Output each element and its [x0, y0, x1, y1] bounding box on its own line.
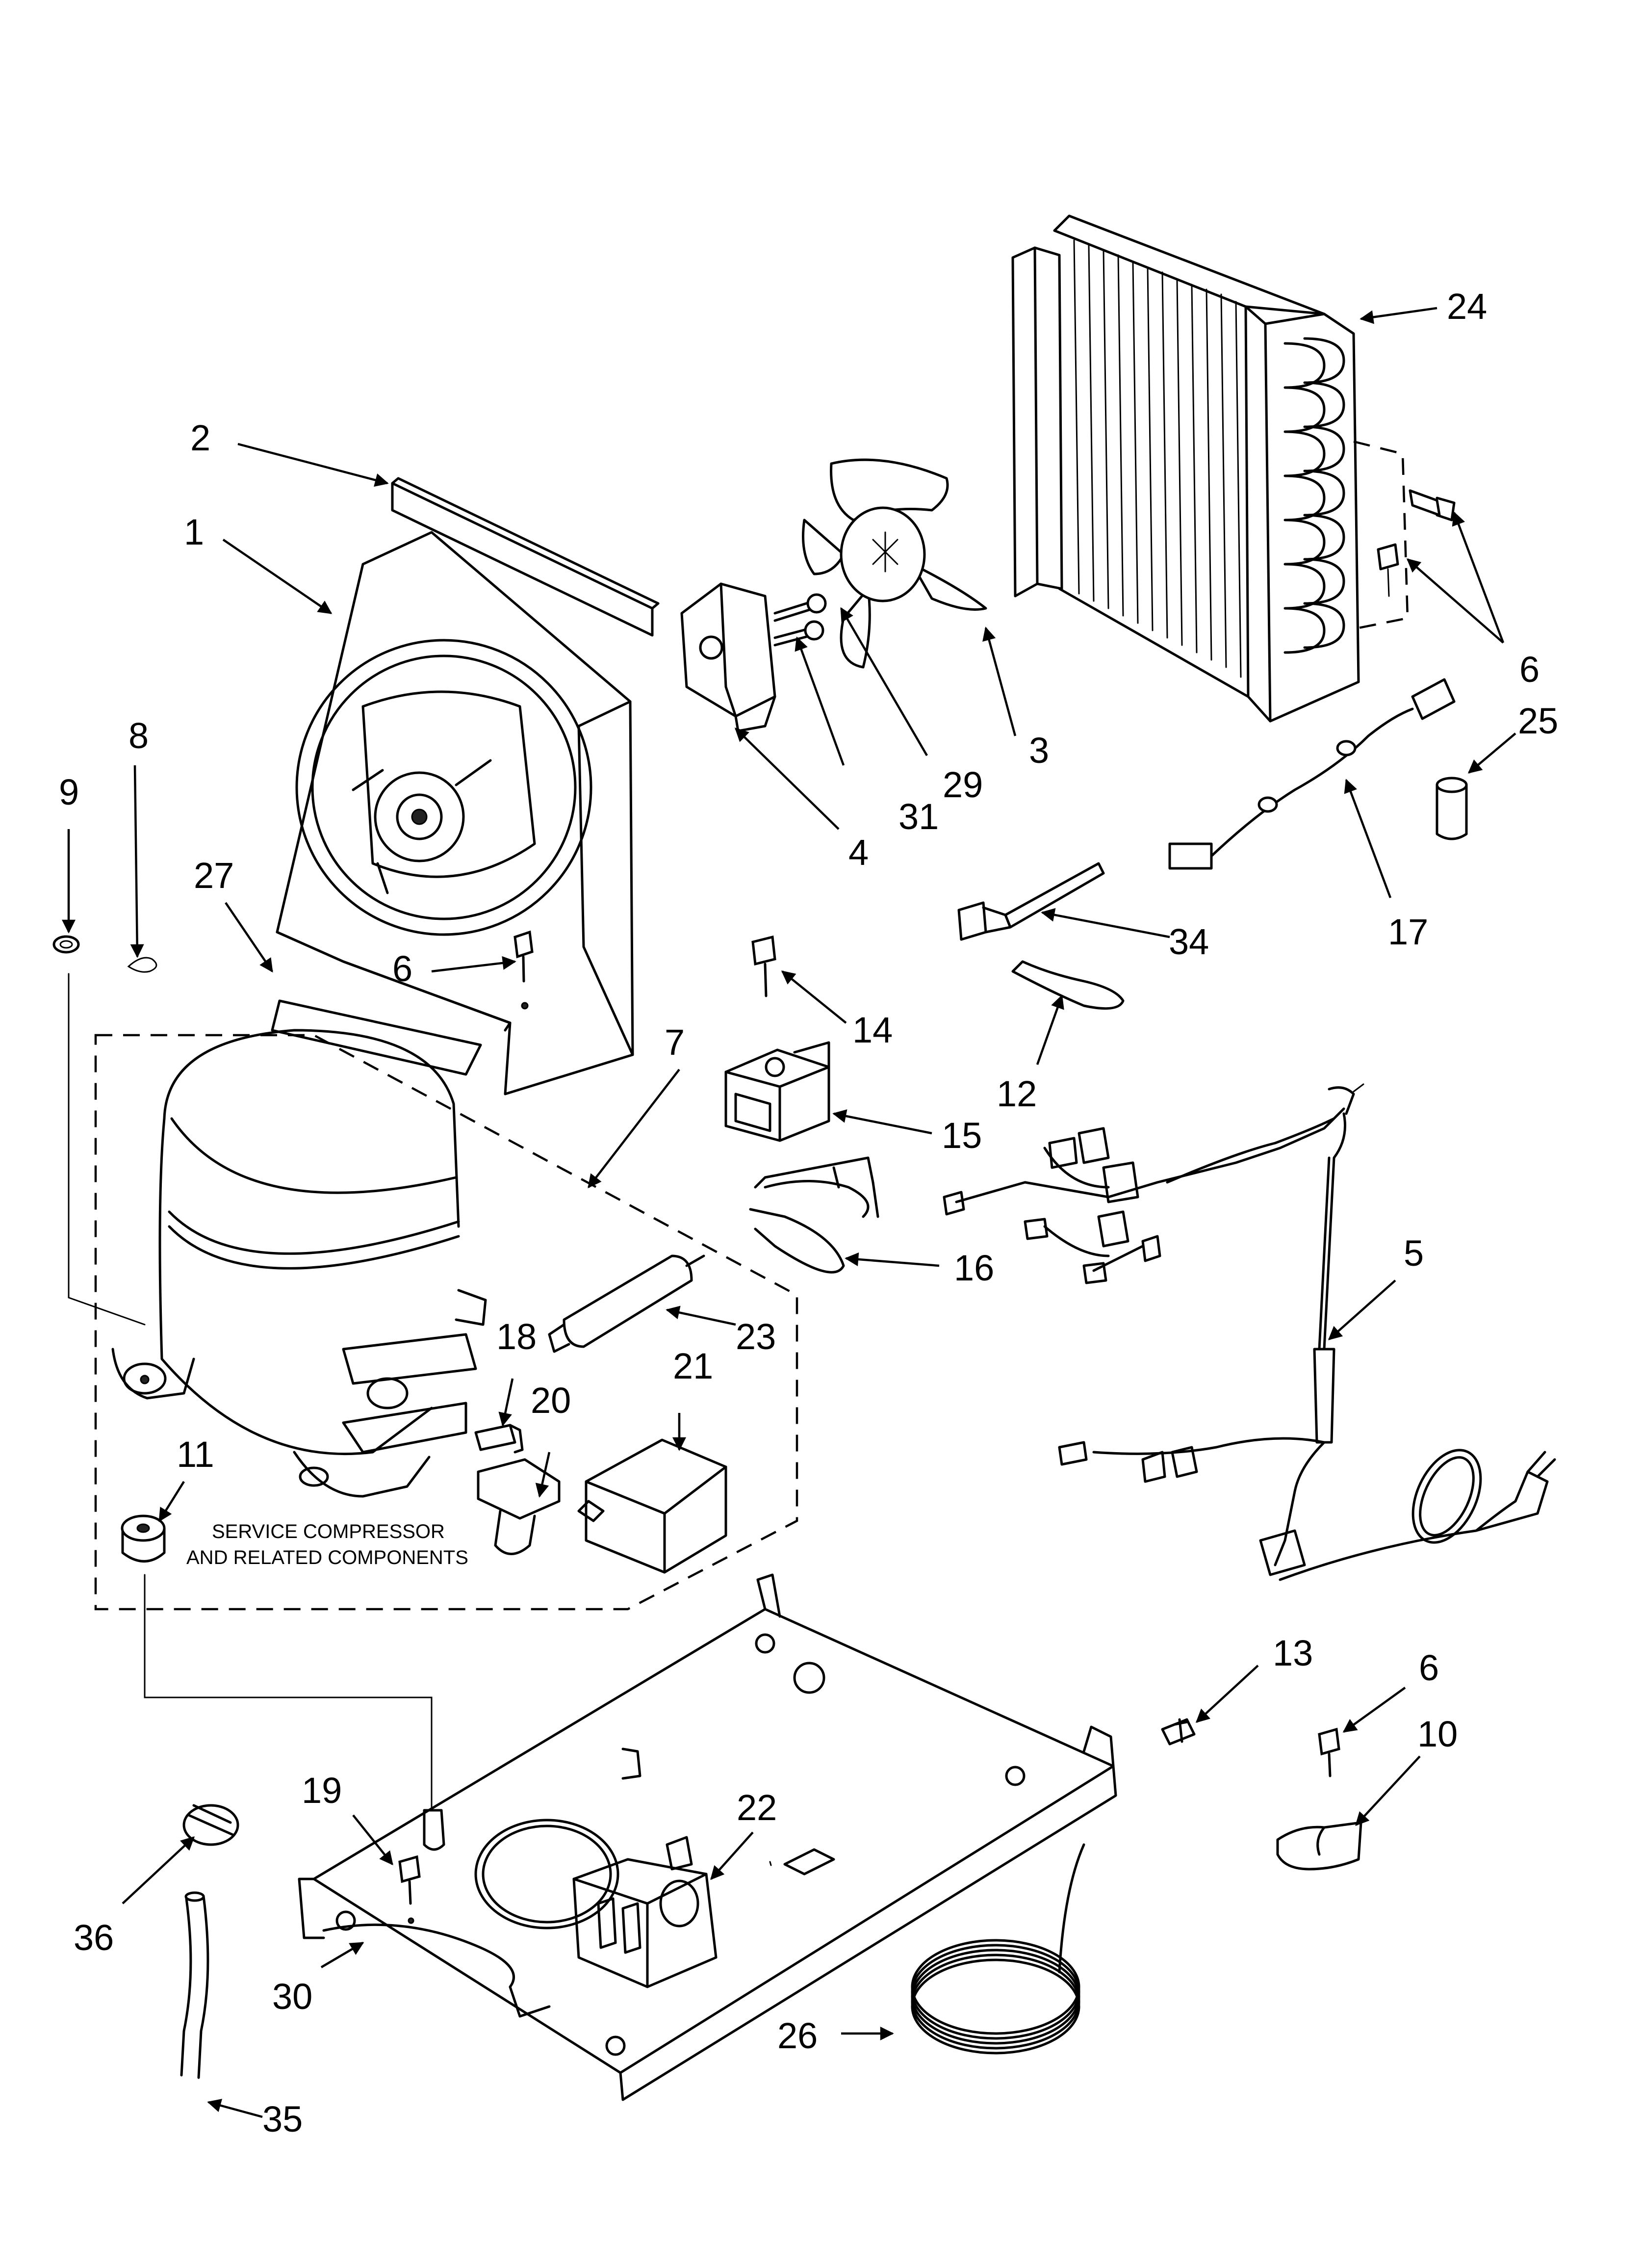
mount-lines [68, 973, 433, 1811]
part-12-tube [1011, 960, 1125, 1010]
part-6-screw-shroud [513, 930, 534, 1010]
condenser-fins [1073, 239, 1242, 678]
part-35-hose [180, 1891, 209, 2079]
part-1-fan-shroud [276, 531, 634, 1095]
part-27-plate [271, 999, 482, 1076]
callout-3: 3 [1029, 730, 1049, 771]
part-30-base-plate [298, 1573, 1117, 2101]
callout-2: 2 [190, 417, 210, 458]
part-24-condenser [1011, 214, 1409, 723]
part-6-screw-condenser-b [1377, 543, 1399, 597]
callout-4: 4 [848, 832, 869, 873]
part-19-screw [398, 1855, 421, 1924]
callout-23: 23 [736, 1316, 776, 1357]
callout-9: 9 [59, 772, 79, 812]
part-8-clip [127, 957, 157, 973]
callout-19: 19 [302, 1770, 342, 1811]
caption-line-2: AND RELATED COMPONENTS [186, 1547, 468, 1568]
callout-7: 7 [665, 1022, 685, 1063]
service-compressor-caption: SERVICE COMPRESSOR AND RELATED COMPONENT… [186, 1521, 468, 1568]
callout-29: 29 [943, 764, 983, 805]
callout-10: 10 [1417, 1714, 1458, 1754]
part-36-hose-clamp [182, 1804, 239, 1846]
callout-18: 18 [496, 1316, 537, 1357]
callout-8: 8 [128, 715, 149, 756]
callout-11: 11 [177, 1434, 214, 1475]
part-10-clamp [1276, 1821, 1362, 1871]
callout-31: 31 [898, 796, 939, 837]
callout-27: 27 [194, 855, 234, 896]
part-4-fan-motor [680, 582, 776, 732]
base-post [423, 1809, 445, 1851]
part-7-service-compressor-group [94, 1034, 798, 1611]
power-cord [1279, 1449, 1556, 1581]
part-20-relay [477, 1458, 561, 1555]
compressor [111, 1029, 487, 1498]
callout-15: 15 [942, 1115, 982, 1156]
leader-lines [62, 307, 1516, 2118]
part-3-fan-blade [802, 458, 987, 669]
callout-17: 17 [1388, 912, 1428, 952]
part-16-wire-bracket [749, 1156, 879, 1274]
part-9-washer [52, 935, 80, 954]
callout-13: 13 [1273, 1633, 1313, 1673]
callout-6-base: 6 [1419, 1647, 1439, 1688]
callout-20: 20 [531, 1380, 571, 1421]
callout-1: 1 [184, 512, 204, 552]
part-22-water-valve [572, 1836, 718, 1988]
part-31-screw [773, 620, 824, 647]
callout-24: 24 [1447, 286, 1487, 327]
callout-16: 16 [954, 1248, 994, 1288]
part-25-cap [1436, 777, 1468, 840]
harness-connectors [943, 1127, 1306, 1576]
callout-35: 35 [262, 2099, 303, 2139]
part-34-cable-tie [957, 862, 1105, 941]
part-23-drier [548, 1254, 705, 1353]
caption-line-1: SERVICE COMPRESSOR [212, 1521, 445, 1542]
part-5-wire-harness [943, 1083, 1364, 1576]
part-6-screw-base [1318, 1727, 1340, 1777]
callout-34: 34 [1169, 921, 1209, 962]
part-15-relay [724, 1041, 830, 1142]
callout-14: 14 [852, 1010, 893, 1050]
part-14-screw [751, 935, 776, 997]
callout-labels: 1 2 3 4 5 6 6 6 7 8 9 10 11 12 13 14 15 … [59, 286, 1558, 2139]
callout-30: 30 [272, 1976, 312, 2017]
callout-21: 21 [673, 1346, 713, 1386]
part-6-screw-condenser-a [1409, 489, 1456, 521]
part-17-harness [1168, 678, 1456, 870]
callout-36: 36 [74, 1917, 114, 1958]
part-11-grommet [121, 1514, 166, 1563]
part-18-clip [474, 1424, 524, 1454]
part-2-strip [391, 477, 660, 637]
callout-22: 22 [737, 1787, 777, 1828]
part-26-tubing-coil [911, 1843, 1085, 2055]
part-21-overload-cover [577, 1438, 727, 1574]
callout-25: 25 [1518, 701, 1558, 741]
callout-5: 5 [1404, 1233, 1424, 1274]
condenser-tubes [1283, 337, 1345, 654]
callout-12: 12 [997, 1073, 1037, 1114]
part-13-pin [1161, 1718, 1196, 1746]
callout-26: 26 [777, 2015, 818, 2056]
callout-6-condenser: 6 [1519, 649, 1539, 690]
part-29-screw [773, 593, 827, 622]
callout-6-shroud: 6 [392, 948, 412, 989]
